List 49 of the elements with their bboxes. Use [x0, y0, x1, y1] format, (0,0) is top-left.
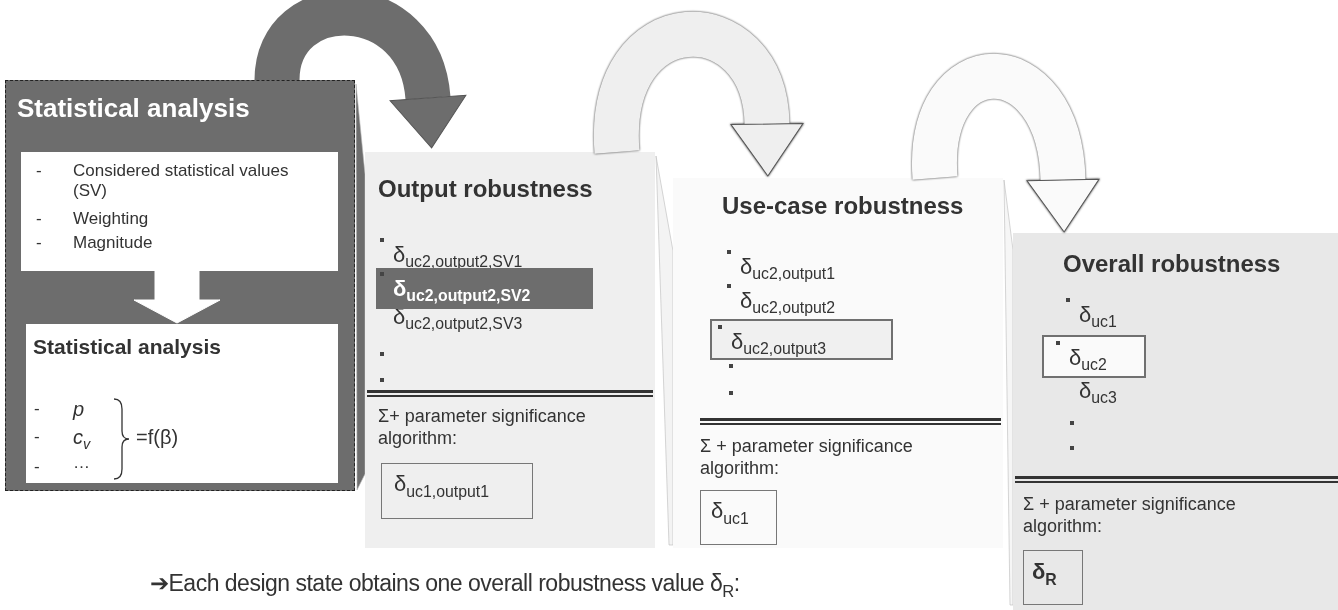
panel-title: Statistical analysis [33, 334, 221, 360]
block-arrow [254, 0, 466, 148]
text: δ$_{uc1,output1}$ [394, 471, 489, 498]
list-dash: - [34, 457, 40, 478]
output-panel [365, 152, 655, 548]
list-item: δ$_{uc2,output1}$ [727, 250, 835, 281]
text: δ$_{R}$ [1032, 559, 1057, 586]
result-box [381, 463, 533, 519]
block-arrow [133, 270, 221, 324]
list-item: δ$_{uc2,output2,SV1}$ [380, 238, 523, 269]
list-dash: - [36, 161, 42, 182]
text: =f(β) [136, 425, 179, 449]
list-item: δ$_{uc3}$ [1066, 374, 1117, 405]
panel-title: Output robustness [378, 175, 593, 204]
text: Weighting [73, 209, 149, 230]
result-box [700, 490, 777, 545]
overall-panel [1013, 233, 1338, 610]
list-item: δ$_{uc2,output3}$ [718, 325, 826, 356]
result-box [1023, 550, 1083, 605]
panel-title: Overall robustness [1063, 250, 1281, 279]
zoom-wedge [656, 156, 673, 545]
text: Magnitude [73, 233, 153, 254]
variable-text: p [73, 397, 85, 421]
analysis-box [26, 324, 338, 483]
list-item: δ$_{uc2}$ [1056, 341, 1107, 372]
zoom-wedge [356, 84, 365, 490]
list-item: δ$_{uc1}$ [1066, 298, 1117, 329]
use-case-panel [673, 178, 1003, 548]
zoom-wedge [1004, 180, 1013, 605]
panel-title: Statistical analysis [17, 93, 250, 125]
list-dash: - [36, 233, 42, 254]
caption: ➔Each design state obtains one overall robustness value δ$_{R}$: [150, 570, 740, 598]
variable-text: c$_{v}$ [73, 425, 91, 449]
list-dash: - [36, 209, 42, 230]
list-item: δ$_{uc2,output2,SV2}$ [380, 272, 531, 303]
text: Σ + parameter significance algorithm: [700, 436, 914, 480]
text: Σ + parameter significance algorithm: [1023, 494, 1237, 538]
list-dash: - [34, 427, 40, 448]
highlighted-row [376, 268, 593, 309]
input-list-box [21, 152, 338, 271]
text: Considered statistical values (SV) [73, 161, 290, 202]
text: δ$_{uc1}$ [711, 498, 749, 525]
text: Σ+ parameter significance algorithm: [378, 406, 587, 450]
list-item: δ$_{uc2,output2}$ [727, 284, 835, 315]
list-dash: - [34, 399, 40, 420]
highlighted-row [710, 319, 893, 360]
highlighted-row [1042, 335, 1146, 378]
text: … [73, 453, 90, 474]
panel-title: Use-case robustness [722, 192, 964, 221]
